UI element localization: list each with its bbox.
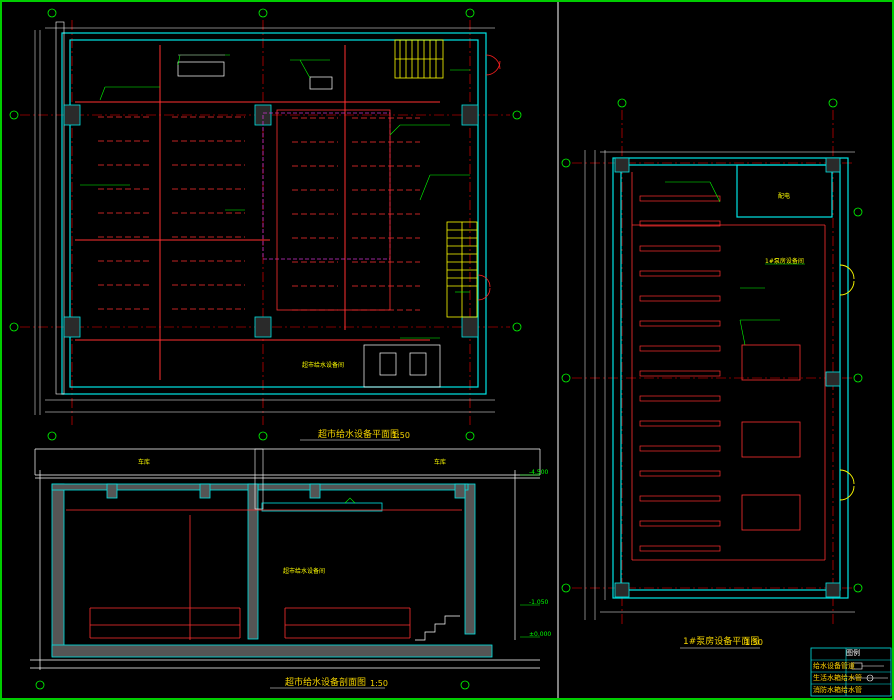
pump-rack: [639, 470, 721, 477]
pump-rack: [639, 195, 721, 202]
pump-room-label: 1#泵房设备间: [765, 258, 804, 265]
section-left-room: 车库: [138, 459, 151, 466]
pump-rack: [639, 545, 721, 552]
legend-box: [810, 647, 892, 697]
plan-title: 超市给水设备平面图: [318, 430, 400, 440]
tank-label: 超市给水设备间: [283, 568, 326, 575]
pump-rack: [639, 220, 721, 227]
section-scale: 1:50: [370, 679, 388, 688]
pump-rack: [639, 395, 721, 402]
legend-symbol: [850, 662, 888, 682]
supermarket-section: [30, 448, 541, 690]
legend-row-3: 消防水箱给水管: [813, 686, 862, 694]
small-room-label: 配电: [778, 193, 791, 200]
legend-row-2: 生活水箱给水管: [813, 674, 862, 682]
elev-2: -1.050: [529, 599, 549, 606]
pump-plan-scale: 1:50: [745, 638, 763, 647]
pump-rack: [639, 345, 721, 352]
supermarket-plan: [9, 8, 522, 441]
pump-rack: [639, 495, 721, 502]
pump-rack: [639, 370, 721, 377]
section-right-room: 车库: [434, 459, 447, 466]
pump-rack: [639, 320, 721, 327]
pump-room-plan: [561, 98, 863, 625]
pump-plan-title: 1#泵房设备平面图: [683, 637, 760, 647]
legend-row-1: 给水设备管道: [813, 662, 855, 670]
plan-scale: 1:50: [392, 431, 410, 440]
pump-rack: [639, 295, 721, 302]
pump-rack: [639, 420, 721, 427]
pump-rack: [639, 445, 721, 452]
pump-rack: [639, 270, 721, 277]
elev-1: -4.500: [529, 469, 549, 476]
elev-3: ±0.000: [529, 631, 552, 638]
pump-rack: [639, 245, 721, 252]
section-title: 超市给水设备剖面图: [285, 678, 367, 688]
pump-rack: [639, 520, 721, 527]
legend-header: 图例: [846, 649, 860, 657]
room-note: 超市给水设备间: [302, 362, 345, 369]
